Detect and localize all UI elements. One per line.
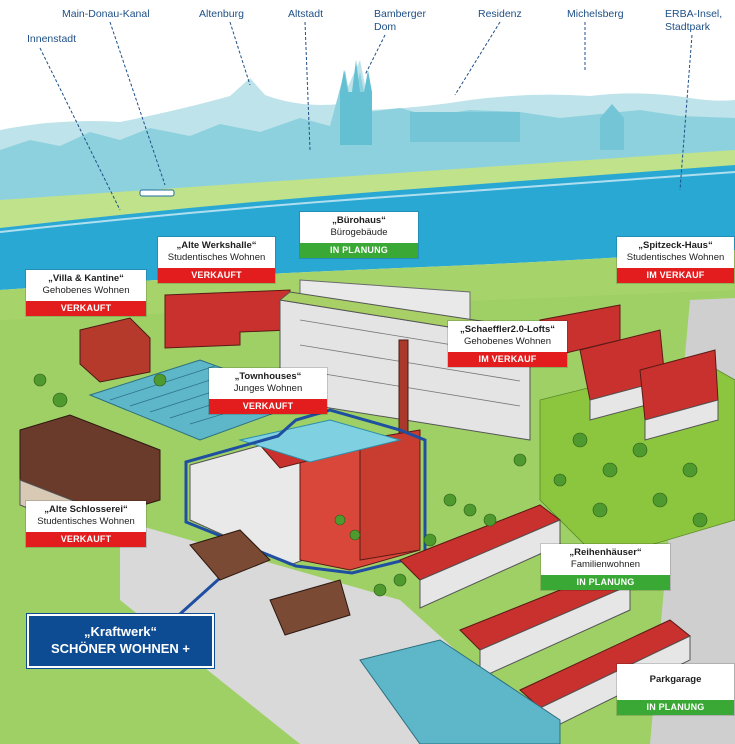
project-card-alte-schlosserei[interactable]: „Alte Schlosserei“ Studentisches Wohnen … <box>26 501 146 547</box>
landmark-michelsberg: Michelsberg <box>567 8 624 20</box>
project-card-villa-kantine[interactable]: „Villa & Kantine“ Gehobenes Wohnen VERKA… <box>26 270 146 316</box>
landmark-main-donau-kanal: Main-Donau-Kanal <box>62 8 150 20</box>
bamberger-dom-shape <box>340 60 372 145</box>
trees <box>33 373 708 597</box>
project-type: Studentisches Wohnen <box>37 516 135 527</box>
project-card-reihenhaeuser[interactable]: „Reihenhäuser“ Familienwohnen IN PLANUNG <box>541 544 670 590</box>
residenz-shape <box>410 112 520 142</box>
project-type: Gehobenes Wohnen <box>464 336 551 347</box>
project-type: Bürogebäude <box>330 227 388 238</box>
project-name: „Alte Werkshalle“ <box>176 240 257 251</box>
status-badge: VERKAUFT <box>26 532 146 547</box>
landmark-altenburg: Altenburg <box>199 8 244 20</box>
project-card-spitzeck-haus[interactable]: „Spitzeck-Haus“ Studentisches Wohnen IM … <box>617 237 734 283</box>
project-card-parkgarage[interactable]: Parkgarage IN PLANUNG <box>617 664 734 715</box>
kraftwerk-tagline: SCHÖNER WOHNEN + <box>50 641 191 656</box>
project-name: „Alte Schlosserei“ <box>44 504 128 515</box>
villa-kantine-building <box>79 317 151 383</box>
project-card-alte-werkshalle[interactable]: „Alte Werkshalle“ Studentisches Wohnen V… <box>158 237 275 283</box>
status-badge: IN PLANUNG <box>617 700 734 715</box>
michelsberg-shape <box>600 104 624 150</box>
shed-2 <box>269 579 351 636</box>
status-badge: IM VERKAUF <box>617 268 734 283</box>
project-type: Junges Wohnen <box>233 383 303 394</box>
foreground-glass-hall <box>359 639 561 744</box>
chimney <box>398 339 409 436</box>
project-name: Parkgarage <box>649 674 702 685</box>
project-name: „Townhouses“ <box>234 371 302 382</box>
landmark-erba-insel: ERBA-Insel,Stadtpark <box>665 8 723 33</box>
project-card-schaeffler-lofts[interactable]: „Schaeffler2.0-Lofts“ Gehobenes Wohnen I… <box>448 321 567 367</box>
landmark-innenstadt: Innenstadt <box>27 33 77 45</box>
project-card-buerohaus[interactable]: „Bürohaus“ Bürogebäude IN PLANUNG <box>300 212 418 258</box>
alte-werkshalle-roof <box>164 289 291 349</box>
project-type: Studentisches Wohnen <box>626 252 725 263</box>
kraftwerk-highlight-box[interactable]: „Kraftwerk“ SCHÖNER WOHNEN + <box>27 614 214 668</box>
status-badge: IN PLANUNG <box>541 575 670 590</box>
courtyard-pool <box>238 419 402 463</box>
project-type: Familienwohnen <box>570 559 641 570</box>
project-card-townhouses[interactable]: „Townhouses“ Junges Wohnen VERKAUFT <box>209 368 327 414</box>
project-name: „Bürohaus“ <box>332 215 386 226</box>
status-badge: VERKAUFT <box>26 301 146 316</box>
shed-1 <box>189 529 271 581</box>
project-name: „Spitzeck-Haus“ <box>638 240 713 251</box>
project-name: „Reihenhäuser“ <box>569 547 642 558</box>
project-type: Studentisches Wohnen <box>167 252 266 263</box>
kraftwerk-name: „Kraftwerk“ <box>84 624 157 639</box>
status-badge: VERKAUFT <box>158 268 275 283</box>
project-name: „Schaeffler2.0-Lofts“ <box>459 324 556 335</box>
landmark-residenz: Residenz <box>478 8 522 20</box>
project-type: Gehobenes Wohnen <box>42 285 130 296</box>
landmark-altstadt: Altstadt <box>288 8 324 20</box>
status-badge: VERKAUFT <box>209 399 327 414</box>
status-badge: IN PLANUNG <box>300 243 418 258</box>
boat <box>139 189 175 197</box>
status-badge: IM VERKAUF <box>448 352 567 367</box>
project-name: „Villa & Kantine“ <box>48 273 124 284</box>
